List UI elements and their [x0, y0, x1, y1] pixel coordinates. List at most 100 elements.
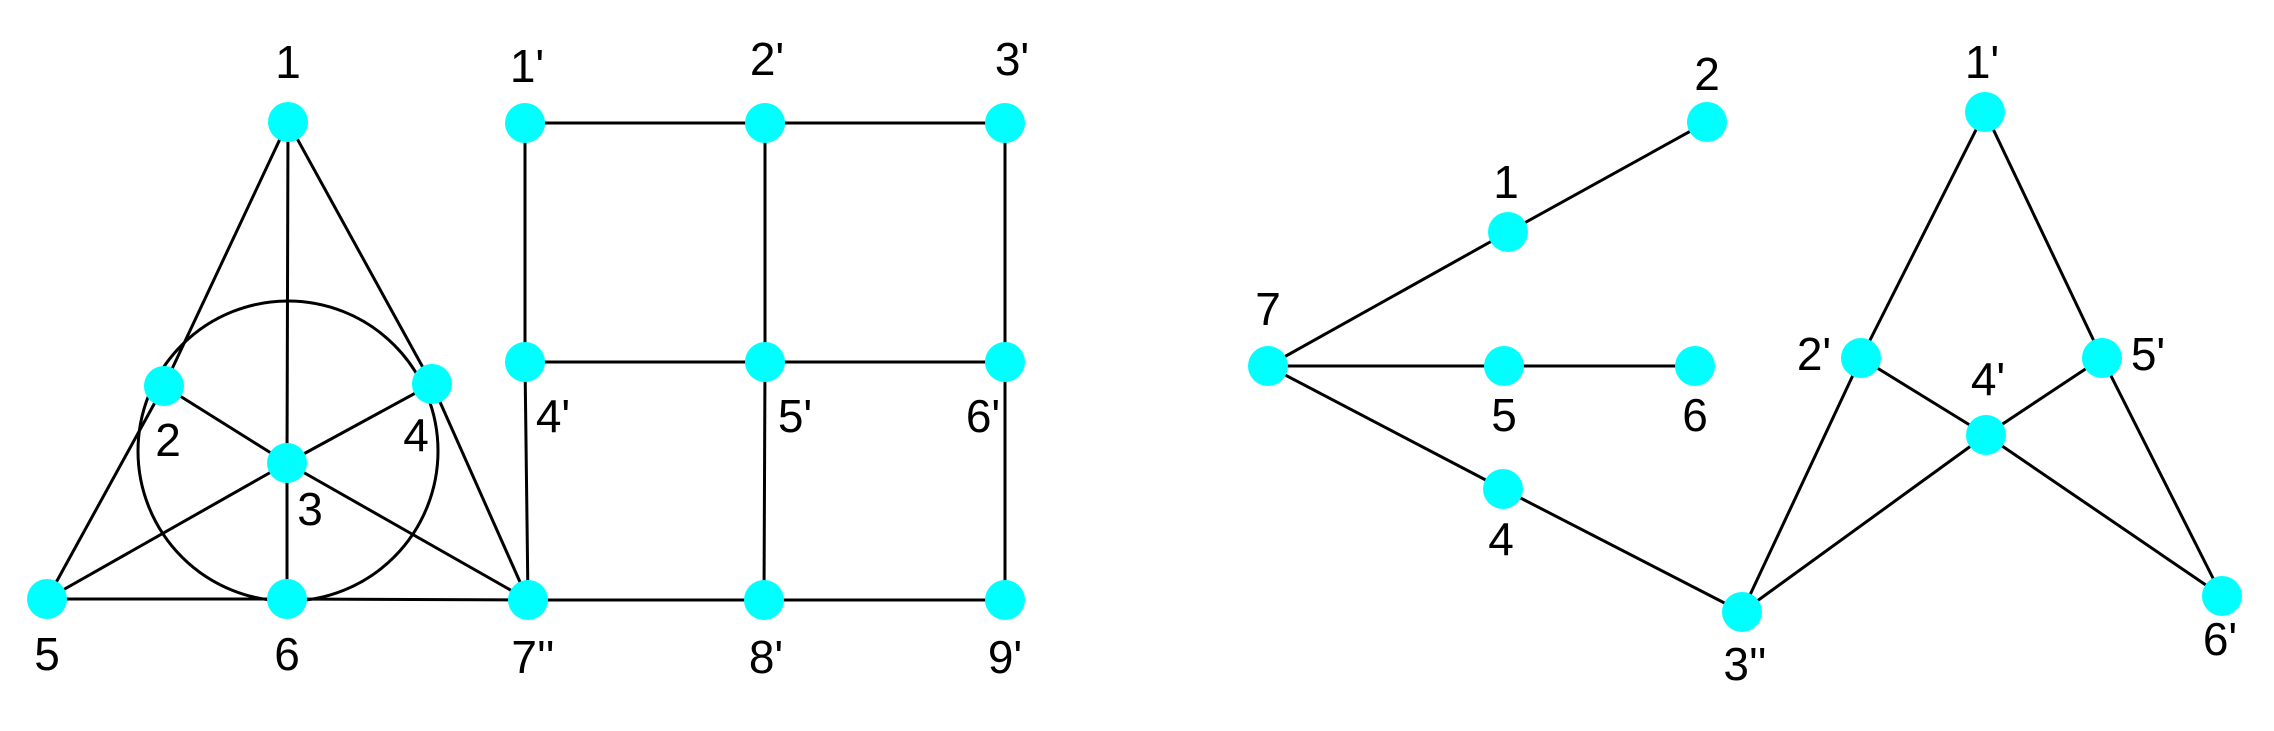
bowtie-graph-edge-5-prime-6-prime [2100, 357, 2224, 597]
fano-plane-node-2: 2 [144, 366, 184, 466]
tree-graph-node-1: 1 [1488, 156, 1528, 252]
node-label: 4' [536, 390, 570, 442]
node-dot [985, 580, 1025, 620]
node-label: 1 [275, 36, 301, 88]
node-dot [1484, 346, 1524, 386]
fano-plane-node-4: 4 [403, 364, 452, 461]
bowtie-graph-edge-1-prime-2-prime [1859, 111, 1987, 359]
bowtie-graph-edge-4-prime-3-double-prime [1741, 433, 1987, 614]
node-dot [985, 342, 1025, 382]
cross-edge-6-7-double-prime [286, 597, 529, 602]
bowtie-graph-edge-1-prime-5-prime [1983, 111, 2104, 359]
bowtie-graph-node-4-prime: 4' [1966, 353, 2006, 455]
node-label: 4' [1971, 353, 2005, 405]
fano-plane-node-5: 5 [27, 579, 67, 680]
node-label: 2' [1797, 328, 1831, 380]
node-dot [1675, 346, 1715, 386]
grid-graph-node-4-prime: 4' [505, 342, 570, 442]
node-label: 6 [274, 628, 300, 680]
node-dot [1483, 469, 1523, 509]
fano-plane-node-6: 6 [267, 579, 307, 680]
grid-graph-node-7-double-prime: 7'' [508, 580, 555, 683]
bowtie-graph-edge-2-prime-3-double-prime [1740, 357, 1863, 613]
fano-plane-edge-3-4 [286, 382, 433, 465]
node-dot [267, 579, 307, 619]
node-label: 5 [1491, 389, 1517, 441]
node-label: 2 [1694, 48, 1720, 100]
fano-plane-edge-1-2 [162, 121, 290, 387]
tree-graph-node-5: 5 [1484, 346, 1524, 441]
node-dot [1722, 592, 1762, 632]
node-dot [2082, 338, 2122, 378]
tree-graph-node-6: 6 [1675, 346, 1715, 441]
bowtie-graph-node-5-prime: 5' [2082, 328, 2165, 380]
bowtie-graph-edge-5-prime-4-prime [1985, 356, 2103, 437]
grid-graph-node-9-prime: 9' [985, 580, 1025, 683]
grid-graph-node-2-prime: 2' [745, 33, 785, 143]
grid-graph-node-1-prime: 1' [505, 40, 545, 143]
node-label: 5 [34, 628, 60, 680]
node-label: 4 [1488, 513, 1514, 565]
node-dot [268, 102, 308, 142]
grid-graph-node-8-prime: 8' [744, 580, 784, 683]
fano-plane-node-3: 3 [267, 443, 323, 535]
bowtie-graph-node-2-prime: 2' [1797, 328, 1881, 380]
bowtie-graph-node-6-prime: 6' [2202, 576, 2242, 665]
node-label: 2' [750, 33, 784, 85]
grid-graph-node-6-prime: 6' [966, 342, 1025, 442]
fano-plane-edge-5-3 [46, 461, 288, 601]
grid-graph-edge-4-prime-7-double-prime [523, 361, 530, 601]
fano-plane-edge-1-4 [286, 121, 434, 385]
bowtie-graph-edge-4-prime-6-prime [1985, 433, 2223, 598]
node-dot [2202, 576, 2242, 616]
node-dot [745, 103, 785, 143]
tree-graph-node-4: 4 [1483, 469, 1523, 565]
node-label: 4 [403, 409, 429, 461]
fano-plane-node-1: 1 [268, 36, 308, 142]
node-dot [1488, 212, 1528, 252]
node-dot [745, 342, 785, 382]
node-label: 5' [2131, 328, 2165, 380]
node-dot [985, 103, 1025, 143]
cross-edge-3-7-double-prime [286, 461, 529, 602]
node-label: 6 [1682, 389, 1708, 441]
tree-graph-edge-7-1 [1267, 230, 1509, 368]
bowtie-graph-node-1-prime: 1' [1965, 36, 2005, 132]
node-label: 2 [155, 414, 181, 466]
node-label: 6' [2203, 613, 2237, 665]
tree-graph-edge-7-4 [1267, 364, 1504, 491]
cross-edge-4-7-double-prime [430, 383, 530, 601]
fano-plane-edge-2-3 [163, 384, 288, 465]
fano-plane-edge-1-3 [285, 121, 290, 464]
tree-graph-node-7: 7 [1248, 283, 1288, 386]
bowtie-graph-node-3-double-prime: 3'' [1722, 592, 1767, 690]
node-label: 1 [1493, 156, 1519, 208]
node-dot [505, 342, 545, 382]
node-label: 3 [297, 483, 323, 535]
node-dot [1687, 102, 1727, 142]
node-dot [27, 579, 67, 619]
node-label: 3' [995, 33, 1029, 85]
node-dot [505, 103, 545, 143]
node-dot [508, 580, 548, 620]
node-label: 5' [778, 390, 812, 442]
node-dot [1248, 346, 1288, 386]
node-dot [144, 366, 184, 406]
tree-graph-edge-1-2 [1507, 120, 1708, 234]
tree-graph-node-2: 2 [1687, 48, 1727, 142]
node-dot [1841, 338, 1881, 378]
node-label: 1' [1965, 36, 1999, 88]
node-dot [744, 580, 784, 620]
node-dot [1966, 415, 2006, 455]
node-label: 9' [988, 631, 1022, 683]
grid-graph-node-3-prime: 3' [985, 33, 1029, 143]
node-label: 1' [510, 40, 544, 92]
node-dot [267, 443, 307, 483]
grid-graph-node-5-prime: 5' [745, 342, 812, 442]
node-label: 7'' [511, 631, 554, 683]
node-label: 8' [749, 631, 783, 683]
grid-graph-edge-5-prime-8-prime [762, 361, 767, 601]
fano-plane-edge-2-5 [45, 385, 166, 600]
